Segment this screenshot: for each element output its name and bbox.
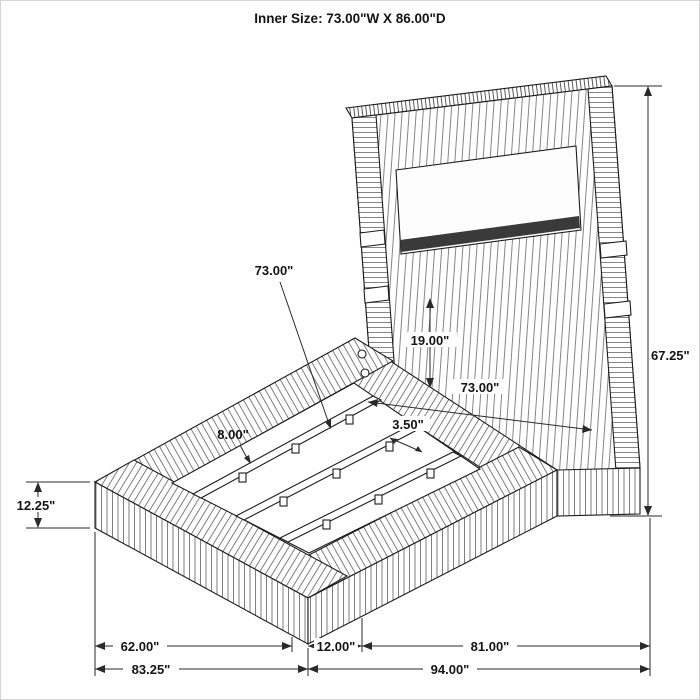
headboard-notch [359, 229, 386, 248]
arrow-down-icon [426, 378, 434, 388]
slat-foot [238, 472, 247, 483]
arrow-left-icon [95, 665, 105, 673]
bolt-hole [360, 368, 370, 378]
dim-label-inner-width: 73.00" [461, 380, 500, 395]
dim-line-inner-width [367, 401, 593, 431]
arrow-right-icon [582, 425, 592, 433]
headboard-notch [599, 240, 628, 259]
headboard-notch [363, 285, 390, 304]
dim-label-overall-depth: 83.25" [132, 662, 171, 677]
arrow-right-icon [640, 665, 650, 673]
base-right-end-face [556, 467, 641, 517]
headboard-panel-shadow [400, 216, 580, 252]
dim-label-base-height: 12.25" [17, 498, 56, 513]
diagram-title: Inner Size: 73.00"W X 86.00"D [254, 11, 446, 26]
arrow-right-icon [640, 642, 650, 650]
arrow-left-icon [390, 438, 398, 444]
slat-foot [426, 468, 435, 479]
slat-foot [291, 443, 300, 454]
arrow-up-icon [644, 86, 652, 96]
arrow-right-icon [282, 642, 292, 650]
arrow-left-icon [362, 642, 372, 650]
slat-foot [385, 441, 394, 452]
slat-foot [345, 414, 354, 425]
arrow-right-icon [415, 446, 422, 452]
dim-label-side-rail-width: 8.00" [217, 427, 248, 442]
dim-label-slat-length: 73.00" [255, 263, 294, 278]
arrow-right-icon [298, 665, 308, 673]
bolt-hole [357, 349, 367, 359]
dimension-annotations: 67.25" 12.25" 19.00" 73.00" 73.00" 8.00"… [10, 85, 697, 677]
dim-label-overall-height: 67.25" [651, 348, 690, 363]
arrow-down-icon [244, 455, 251, 464]
headboard-notch [603, 300, 632, 319]
arrow-left-icon [308, 665, 318, 673]
arrow-left-icon [368, 399, 378, 407]
slat-foot [332, 468, 341, 479]
dim-label-inner-width-bottom: 81.00" [471, 639, 510, 654]
arrow-down-icon [34, 518, 42, 528]
arrow-down-icon [644, 506, 652, 516]
dim-leader-line [279, 281, 329, 422]
dim-leader-line [239, 444, 248, 459]
dim-label-inner-depth-bottom: 62.00" [121, 639, 160, 654]
slat-foot [322, 519, 331, 530]
slat-foot [279, 496, 288, 507]
slat-foot [374, 494, 383, 505]
dim-label-overall-width: 94.00" [431, 662, 470, 677]
dim-label-slat-width: 3.50" [392, 417, 423, 432]
arrow-left-icon [95, 642, 105, 650]
arrow-up-icon [426, 298, 434, 308]
arrow-down-icon [325, 419, 331, 429]
dim-label-headboard-clearance: 19.00" [411, 333, 450, 348]
arrow-up-icon [34, 482, 42, 492]
dim-label-footboard-thickness: 12.00" [317, 639, 356, 654]
